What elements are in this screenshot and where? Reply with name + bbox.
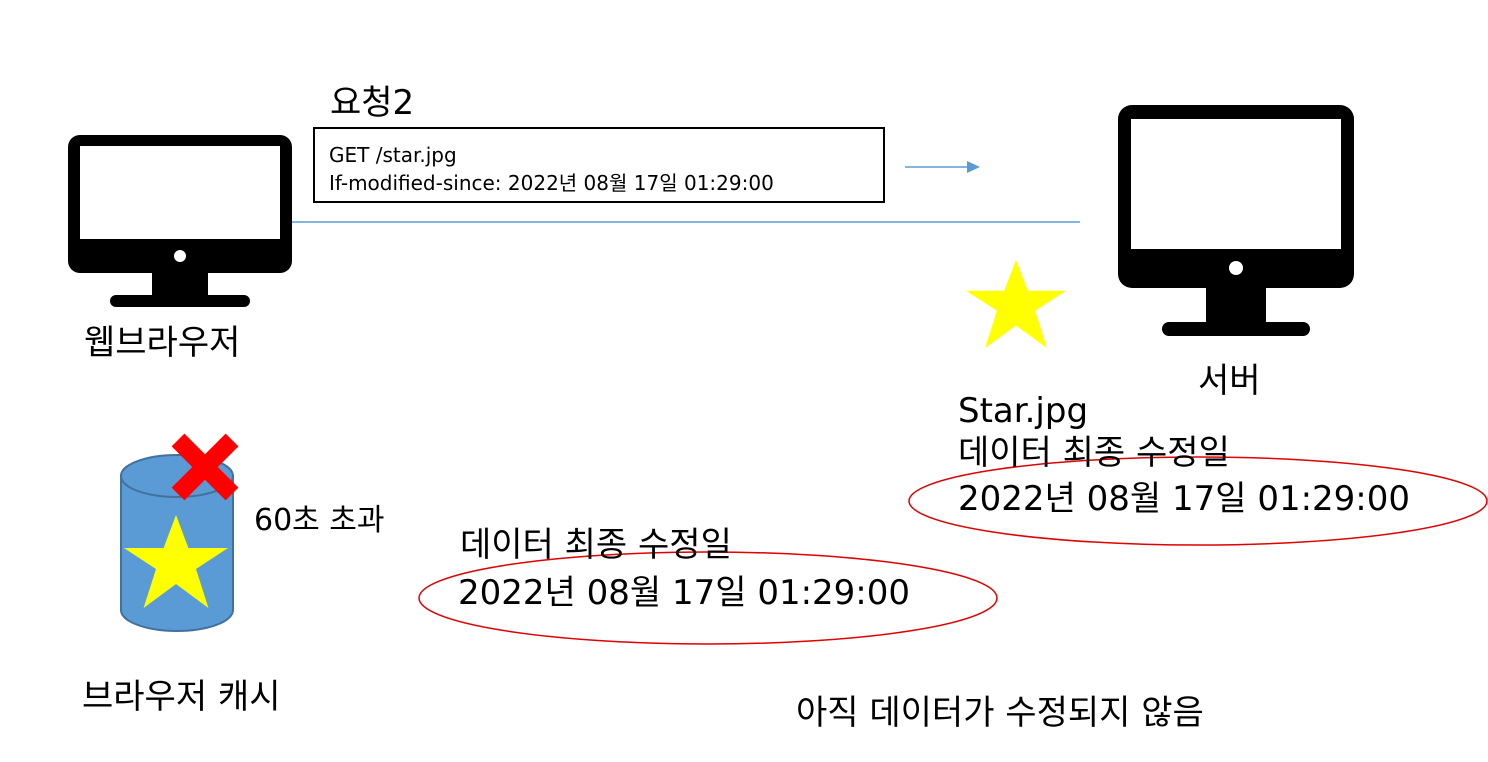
server-monitor-icon [1118,105,1354,336]
expired-cross-icon [171,433,239,501]
request-arrow-icon [905,161,980,173]
status-message: 아직 데이터가 수정되지 않음 [796,693,1204,733]
cache-modified-ellipse [418,551,998,645]
server-label: 서버 [1198,361,1261,401]
cache-modified-label: 데이터 최종 수정일 [460,525,732,565]
server-file-name: Star.jpg [958,391,1089,431]
request-title: 요청2 [330,83,415,123]
cache-label: 브라우저 캐시 [82,677,281,717]
request-line-header: If-modified-since: 2022년 08월 17일 01:29:0… [329,171,774,195]
cache-star-icon [124,515,228,608]
server-modified-ellipse [908,456,1488,546]
server-modified-label: 데이터 최종 수정일 [958,433,1230,473]
request-line-method: GET /star.jpg [329,143,457,167]
server-modified-value: 2022년 08월 17일 01:29:00 [958,479,1411,519]
server-star-icon [966,260,1066,348]
cache-modified-value: 2022년 08월 17일 01:29:00 [458,573,911,613]
client-label: 웹브라우저 [84,323,241,363]
client-monitor-icon [68,135,292,307]
cache-expired-text: 60초 초과 [254,503,385,538]
request-box: GET /star.jpg If-modified-since: 2022년 0… [313,127,885,203]
